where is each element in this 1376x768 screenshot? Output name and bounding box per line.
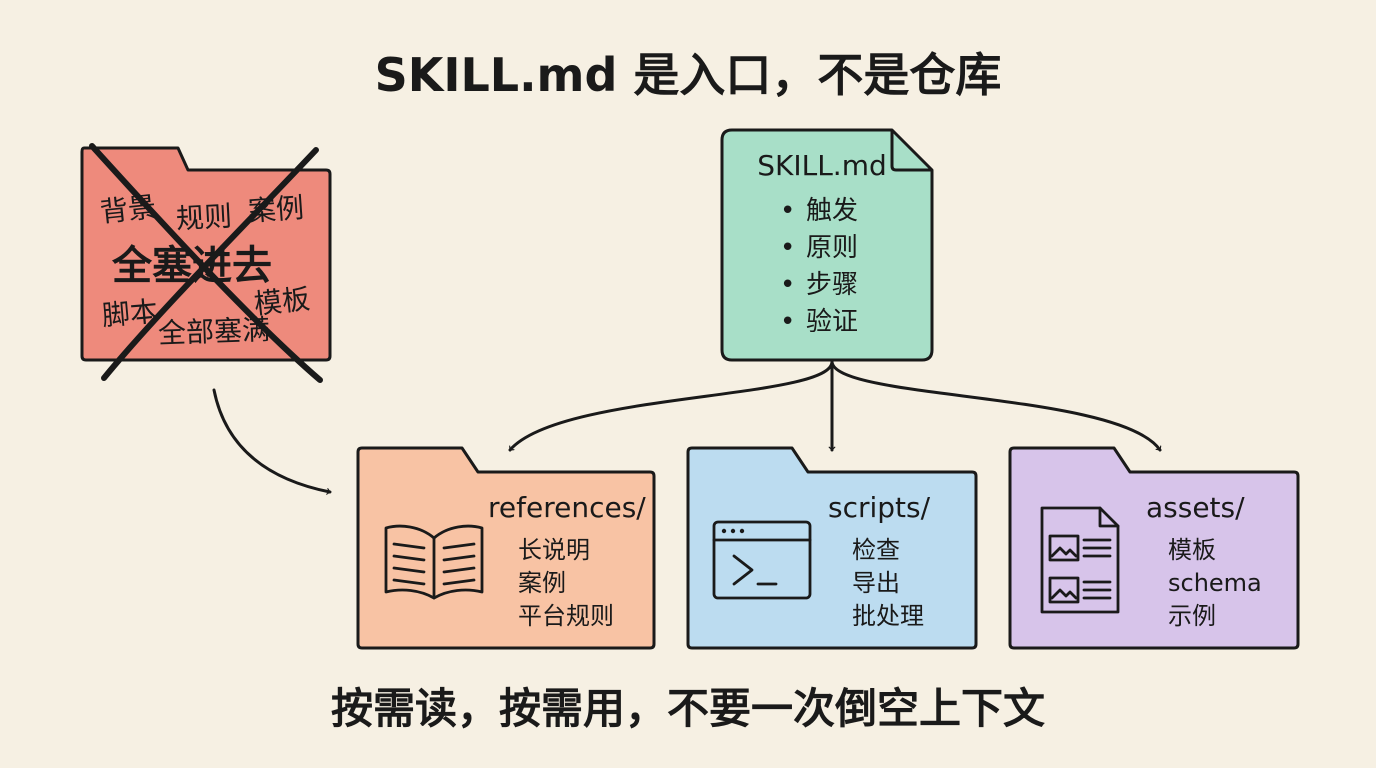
- skill-file-list: 触发 原则 步骤 验证: [780, 196, 858, 344]
- bottom-tagline: 按需读，按需用，不要一次倒空上下文: [330, 684, 1045, 733]
- crammed-word: 案例: [246, 191, 306, 228]
- list-item: 模板: [1168, 536, 1216, 564]
- scripts-folder-items: 检查 导出 批处理: [852, 536, 924, 635]
- list-item: 批处理: [852, 602, 924, 630]
- list-item: 导出: [852, 569, 900, 597]
- document-template-icon: [1040, 506, 1120, 614]
- list-item: 触发: [780, 196, 858, 233]
- terminal-window-icon: [712, 520, 812, 600]
- page-title: SKILL.md 是入口，不是仓库: [374, 48, 1002, 102]
- scripts-folder-shape: [686, 446, 978, 650]
- list-item: 步骤: [780, 270, 858, 307]
- list-item: 检查: [852, 536, 900, 564]
- scripts-folder-title: scripts/: [828, 491, 931, 524]
- arrow-to-assets: [830, 360, 1162, 452]
- assets-folder-shape: [1008, 446, 1300, 650]
- crammed-word: 脚本: [100, 294, 160, 333]
- list-item: 案例: [518, 569, 566, 597]
- list-item: 长说明: [518, 536, 590, 564]
- crammed-word: 规则: [175, 199, 233, 236]
- arrow-to-references: [508, 360, 834, 452]
- references-folder-title: references/: [488, 491, 646, 524]
- crammed-word: 背景: [98, 190, 158, 229]
- crammed-word: 全部塞满: [157, 313, 271, 350]
- crammed-word: 全塞进去: [112, 243, 272, 289]
- list-item: 平台规则: [518, 602, 614, 630]
- list-item: schema: [1168, 569, 1262, 597]
- skill-file-title: SKILL.md: [757, 149, 887, 182]
- assets-folder-items: 模板 schema 示例: [1168, 536, 1262, 635]
- assets-folder-title: assets/: [1146, 491, 1245, 524]
- list-item: 原则: [780, 233, 858, 270]
- list-item: 验证: [780, 307, 858, 344]
- arrow-from-crammed-folder: [212, 388, 332, 495]
- list-item: 示例: [1168, 602, 1216, 630]
- skill-file-fold: [890, 130, 932, 172]
- open-book-icon: [384, 524, 484, 600]
- references-folder-items: 长说明 案例 平台规则: [518, 536, 614, 635]
